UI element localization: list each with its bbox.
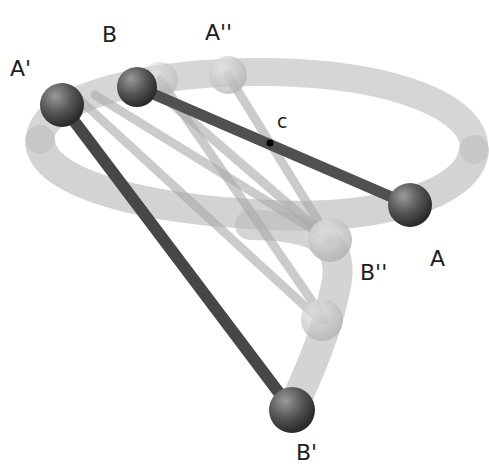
- point-label: B': [296, 442, 317, 464]
- ball: [40, 83, 84, 127]
- ghost-ball: [209, 56, 247, 94]
- point-label: A'': [205, 22, 232, 44]
- ball: [117, 67, 157, 107]
- center-dot: [267, 140, 274, 147]
- rod: [137, 87, 410, 205]
- rod: [62, 105, 292, 410]
- point-label: A: [430, 248, 445, 270]
- point-label: B: [102, 24, 117, 46]
- point-label: c: [277, 112, 287, 131]
- point-label: A': [10, 58, 31, 80]
- point-label: B'': [360, 262, 387, 284]
- ghost-ball: [308, 218, 352, 262]
- ball: [388, 183, 432, 227]
- ghost-ball: [301, 299, 343, 341]
- ball: [269, 387, 315, 433]
